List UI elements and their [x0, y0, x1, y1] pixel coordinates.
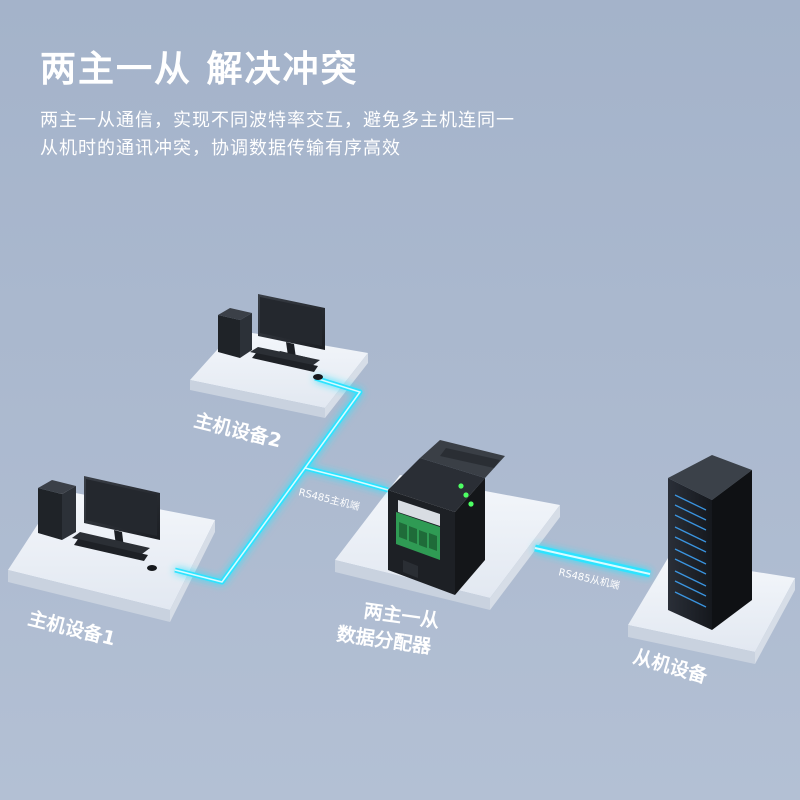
master1-label: 主机设备1 [26, 607, 118, 651]
page-title: 两主一从 解决冲突 [40, 49, 359, 90]
server-rack-icon [668, 455, 752, 630]
platform-master2 [190, 330, 368, 418]
master2-label: 主机设备2 [192, 409, 284, 453]
desktop-computer-icon [38, 476, 160, 571]
rs485-splitter-icon [388, 440, 505, 595]
slave-side-label: RS485从机端 [557, 565, 621, 592]
master-side-label: RS485主机端 [297, 485, 361, 513]
subtitle-line-2: 从机时的通讯冲突，协调数据传输有序高效 [40, 138, 401, 159]
subtitle-line-1: 两主一从通信，实现不同波特率交互，避免多主机连同一 [40, 110, 515, 131]
desktop-computer-icon [218, 294, 325, 380]
